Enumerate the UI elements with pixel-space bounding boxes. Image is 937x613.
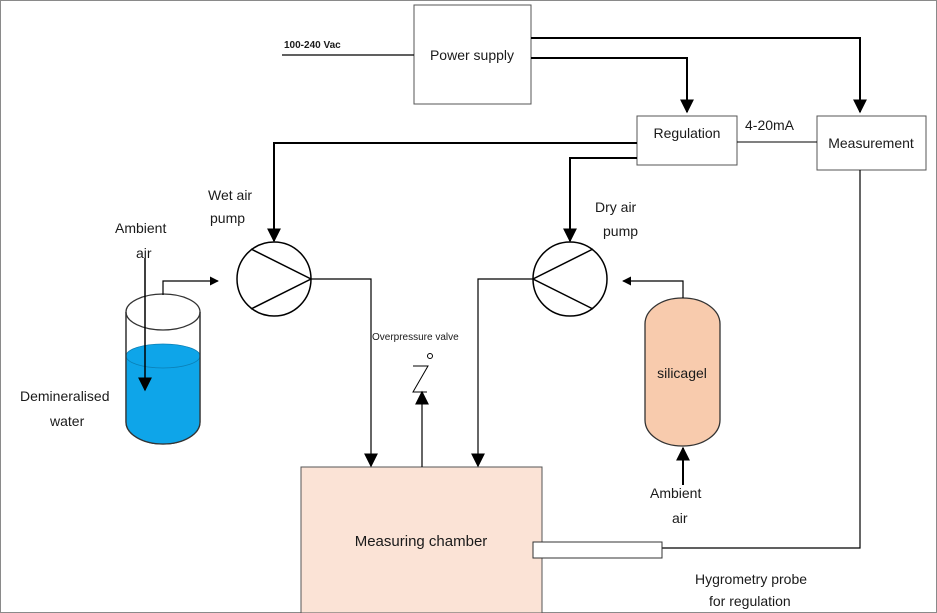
silicagel-label: silicagel <box>657 365 707 381</box>
power-to-measurement-line <box>531 37 867 114</box>
dry-air-pump-icon <box>531 241 608 317</box>
dry-pump-to-chamber-line <box>471 278 533 468</box>
ambient-air-left-line2: air <box>136 245 152 261</box>
dry-air-pump-label-line1: Dry air <box>595 199 637 215</box>
dry-air-pump-label-line2: pump <box>603 223 638 239</box>
demineralised-water-bottle <box>125 293 201 445</box>
regulation-to-wet-pump-line <box>267 142 637 243</box>
regulation-to-dry-pump-line <box>563 157 637 243</box>
ambient-air-right-line1: Ambient <box>650 485 701 501</box>
ambient-air-right-line2: air <box>672 510 688 526</box>
regulation-box <box>636 115 738 166</box>
hygrometry-probe-line1: Hygrometry probe <box>695 571 807 587</box>
measurement-label: Measurement <box>828 135 914 151</box>
bottle-to-wet-pump-line <box>162 276 219 295</box>
probe-to-measurement-line <box>662 170 861 549</box>
wet-pump-to-chamber-line <box>311 278 378 468</box>
regulation-label: Regulation <box>654 125 721 141</box>
demineralised-water-line1: Demineralised <box>20 388 109 404</box>
measuring-chamber <box>300 466 543 613</box>
hygrometry-probe-icon <box>532 541 663 559</box>
silicagel-to-dry-pump-line <box>622 276 684 298</box>
power-to-regulation-line <box>531 57 694 114</box>
ambient-air-left-line1: Ambient <box>115 220 166 236</box>
overpressure-valve-icon <box>412 353 433 393</box>
demineralised-water-line2: water <box>49 413 85 429</box>
measuring-chamber-label: Measuring chamber <box>355 533 488 550</box>
power-supply-label: Power supply <box>430 47 514 63</box>
wet-air-pump-label-line1: Wet air <box>208 187 252 203</box>
measurement-box <box>816 115 927 171</box>
overpressure-valve-label: Overpressure valve <box>372 332 459 343</box>
power-supply-box <box>413 4 532 105</box>
hygrometry-probe-line2: for regulation <box>709 593 791 609</box>
mains-voltage-label: 100-240 Vac <box>284 40 341 51</box>
wet-air-pump-label-line2: pump <box>210 210 245 226</box>
current-loop-label: 4-20mA <box>745 117 795 133</box>
wet-air-pump-icon <box>236 241 313 317</box>
